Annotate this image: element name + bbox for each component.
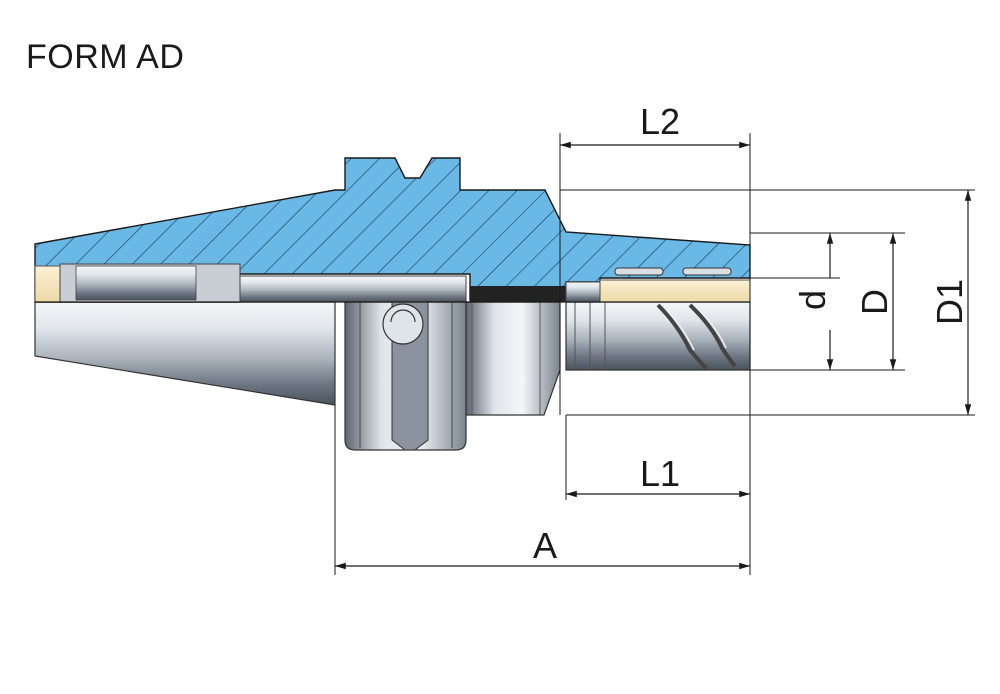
taper-shank-exterior <box>34 301 336 406</box>
spiral-slot <box>656 303 708 370</box>
label-l1: L1 <box>640 453 680 494</box>
extension-lines <box>334 133 975 575</box>
coolant-passage <box>239 275 467 303</box>
nose-exterior <box>565 301 751 371</box>
spiral-slot <box>688 303 737 368</box>
label-D1: D1 <box>929 279 970 325</box>
tool-holder-exterior <box>34 301 751 451</box>
label-a: A <box>533 525 557 566</box>
tool-holder-section <box>34 157 751 303</box>
nose-pocket <box>682 267 732 276</box>
label-D: D <box>854 289 895 315</box>
nose-bore-liner <box>599 279 751 303</box>
label-l2: L2 <box>640 101 680 142</box>
label-d: d <box>792 290 833 310</box>
seal-ring <box>470 286 566 302</box>
nose-pocket <box>614 267 664 276</box>
diagram-title: FORM AD <box>26 38 185 76</box>
body-exterior <box>465 301 561 416</box>
drawbar-thread <box>59 263 241 303</box>
drive-key-slot <box>382 303 424 345</box>
